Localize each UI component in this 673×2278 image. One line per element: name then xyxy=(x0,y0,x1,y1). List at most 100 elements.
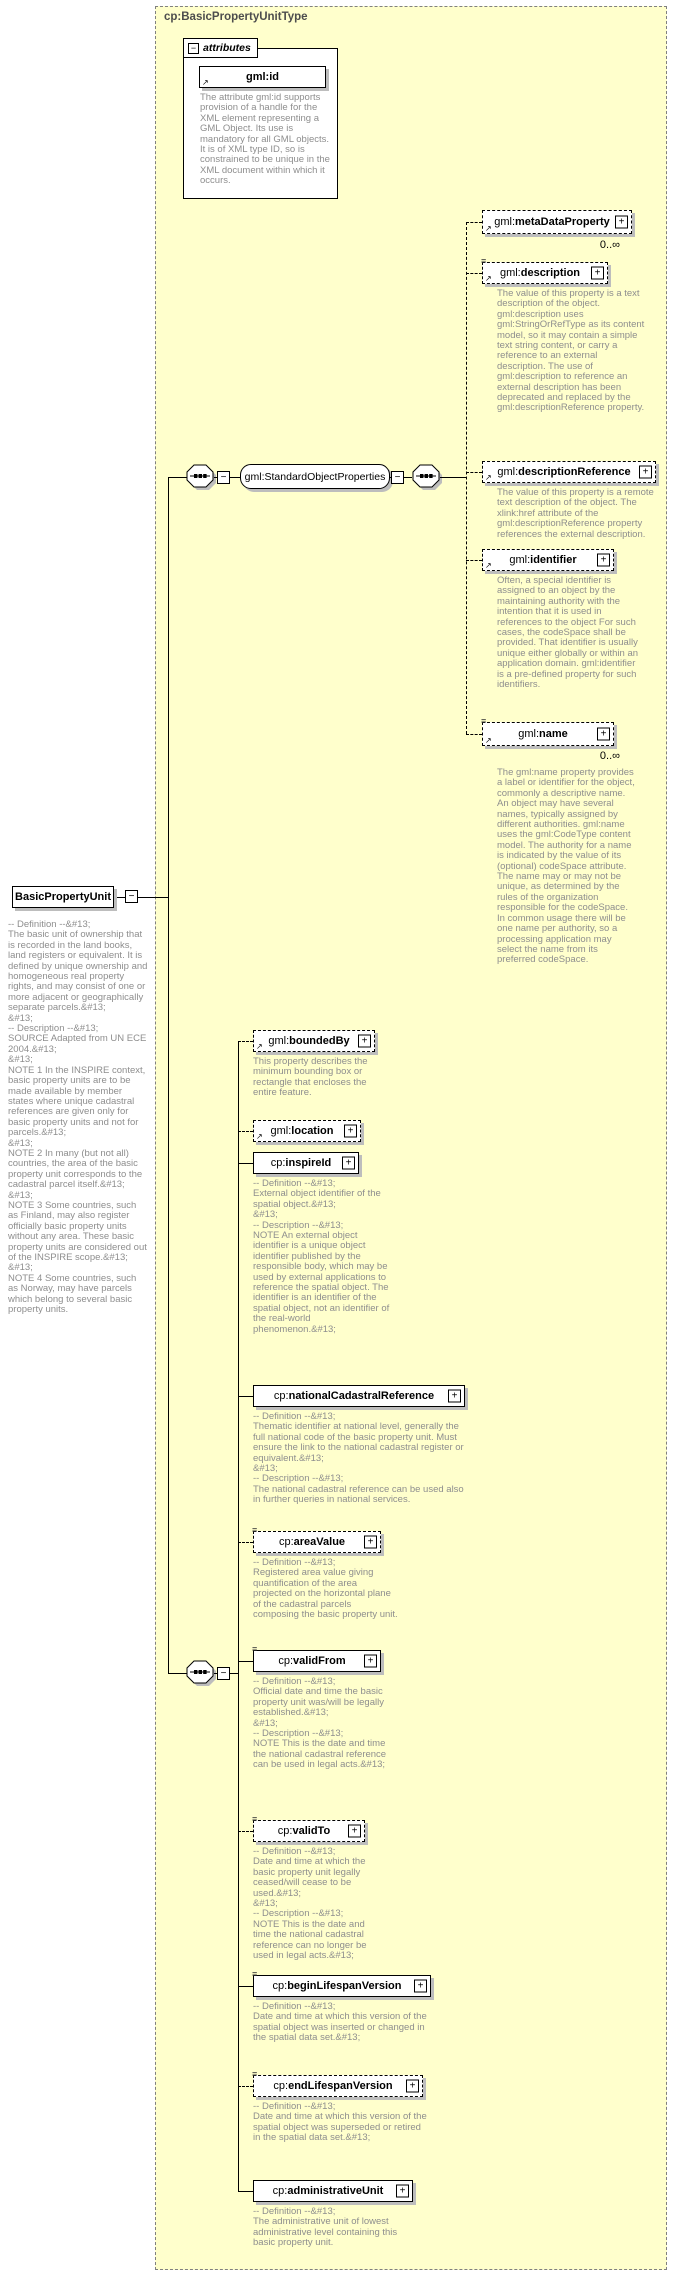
group-label: gml:StandardObjectProperties xyxy=(244,470,386,483)
collapse-icon[interactable]: − xyxy=(217,471,230,484)
expand-plus-icon[interactable]: + xyxy=(414,1979,427,1993)
annotation-icon: ≡ xyxy=(252,1644,258,1654)
sequence-icon[interactable] xyxy=(186,1660,218,1690)
element-cp-endlifespanversion[interactable]: ≡ cp:endLifespanVersion + xyxy=(252,2070,423,2097)
connector-line xyxy=(466,734,482,735)
expand-plus-icon[interactable]: + xyxy=(396,2184,409,2198)
connector-line xyxy=(466,222,482,223)
element-cp-areavalue[interactable]: ≡ cp:areaValue + xyxy=(252,1526,381,1553)
complextype-title: cp:BasicPropertyUnitType xyxy=(164,11,308,23)
element-gml-boundedby[interactable]: ↗ gml:boundedBy + xyxy=(253,1030,375,1052)
expand-plus-icon[interactable]: + xyxy=(358,1034,371,1048)
annotation-icon: ≡ xyxy=(252,1525,258,1535)
occurrence-label: 0..∞ xyxy=(599,239,620,251)
attribute-gml-id[interactable]: ↗ gml:id xyxy=(199,66,326,88)
connector-line xyxy=(238,1986,253,1987)
reference-arrow-icon: ↗ xyxy=(485,473,492,482)
annotation-basicpropertyunit: -- Definition --&#13; The basic unit of … xyxy=(8,919,148,1316)
element-gml-name[interactable]: ≡ ↗ gml:name + xyxy=(481,717,614,746)
connector-line xyxy=(238,1131,253,1132)
attribute-gml-id-label: gml:id xyxy=(246,71,279,83)
connector-line xyxy=(238,1542,253,1543)
annotation-cp-administrativeunit: -- Definition --&#13; The administrative… xyxy=(253,2206,398,2249)
annotation-cp-validto: -- Definition --&#13; Date and time at w… xyxy=(253,1846,367,1962)
connector-line xyxy=(238,1396,253,1397)
attributes-label: attributes xyxy=(203,42,251,54)
element-basicpropertyunit[interactable]: BasicPropertyUnit xyxy=(12,886,114,908)
connector-line xyxy=(238,1041,253,1042)
annotation-icon: ≡ xyxy=(252,2069,258,2079)
annotation-icon: ≡ xyxy=(481,256,487,266)
complextype-container xyxy=(155,6,667,2270)
element-gml-description[interactable]: ≡ ↗ gml:description + xyxy=(481,257,608,284)
expand-plus-icon[interactable]: + xyxy=(364,1535,377,1549)
reference-arrow-icon: ↗ xyxy=(485,736,492,745)
sequence-icon[interactable] xyxy=(412,464,444,494)
group-gml-standardobjectproperties[interactable]: gml:StandardObjectProperties xyxy=(240,464,390,489)
collapse-icon[interactable]: − xyxy=(217,1667,230,1680)
expand-plus-icon[interactable]: + xyxy=(348,1824,361,1838)
annotation-cp-inspireid: -- Definition --&#13; External object id… xyxy=(253,1178,390,1335)
expand-plus-icon[interactable]: + xyxy=(342,1156,355,1170)
connector-line xyxy=(466,472,482,473)
element-cp-validto[interactable]: ≡ cp:validTo + xyxy=(252,1815,365,1842)
expand-plus-icon[interactable]: + xyxy=(591,266,604,280)
annotation-cp-endlifespanversion: -- Definition --&#13; Date and time at w… xyxy=(253,2101,427,2144)
expand-plus-icon[interactable]: + xyxy=(344,1124,357,1138)
connector-line xyxy=(440,477,466,478)
reference-arrow-icon: ↗ xyxy=(256,1042,263,1051)
connector-line xyxy=(238,2191,253,2192)
annotation-cp-validfrom: -- Definition --&#13; Official date and … xyxy=(253,1676,387,1771)
reference-arrow-icon: ↗ xyxy=(256,1132,263,1141)
element-gml-location[interactable]: ↗ gml:location + xyxy=(253,1120,361,1142)
element-cp-inspireid[interactable]: cp:inspireId + xyxy=(253,1152,359,1174)
element-gml-metadataproperty[interactable]: ↗ gml:metaDataProperty + xyxy=(482,210,632,234)
expand-plus-icon[interactable]: + xyxy=(639,465,652,479)
expand-plus-icon[interactable]: + xyxy=(597,553,610,567)
annotation-cp-nationalcadastralreference: -- Definition --&#13; Thematic identifie… xyxy=(253,1411,464,1506)
annotation-icon: ≡ xyxy=(252,1814,258,1824)
connector-line xyxy=(466,222,467,734)
annotation-gml-identifier: Often, a special identifier is assigned … xyxy=(497,575,639,691)
connector-line xyxy=(238,2086,253,2087)
element-gml-descriptionreference[interactable]: ↗ gml:descriptionReference + xyxy=(482,461,656,483)
attributes-section-header[interactable]: − attributes xyxy=(183,38,258,58)
connector-line xyxy=(238,1831,253,1832)
connector-line xyxy=(168,1673,188,1674)
annotation-gml-description: The value of this property is a text des… xyxy=(497,288,645,414)
element-cp-administrativeunit[interactable]: cp:administrativeUnit + xyxy=(253,2180,413,2202)
connector-line xyxy=(114,897,168,898)
annotation-gml-boundedby: This property describes the minimum boun… xyxy=(253,1056,368,1099)
connector-line xyxy=(466,273,482,274)
reference-arrow-icon: ↗ xyxy=(485,561,492,570)
collapse-icon[interactable]: − xyxy=(125,890,138,903)
reference-arrow-icon: ↗ xyxy=(485,274,492,283)
connector-line xyxy=(238,1163,253,1164)
occurrence-label: 0..∞ xyxy=(599,750,620,762)
expand-plus-icon[interactable]: + xyxy=(364,1654,377,1668)
annotation-cp-areavalue: -- Definition --&#13; Registered area va… xyxy=(253,1557,398,1621)
collapse-icon[interactable]: − xyxy=(391,471,404,484)
annotation-gml-descriptionreference: The value of this property is a remote t… xyxy=(497,487,654,540)
collapse-icon[interactable]: − xyxy=(188,42,199,54)
reference-arrow-icon: ↗ xyxy=(202,78,209,87)
expand-plus-icon[interactable]: + xyxy=(448,1389,461,1403)
element-basicpropertyunit-label: BasicPropertyUnit xyxy=(15,891,111,903)
reference-arrow-icon: ↗ xyxy=(485,224,492,233)
connector-line xyxy=(466,560,482,561)
expand-plus-icon[interactable]: + xyxy=(597,727,610,741)
sequence-icon[interactable] xyxy=(186,464,218,494)
annotation-icon: ≡ xyxy=(252,1969,258,1979)
expand-plus-icon[interactable]: + xyxy=(615,215,628,229)
element-cp-validfrom[interactable]: ≡ cp:validFrom + xyxy=(252,1645,381,1672)
connector-line xyxy=(168,477,188,478)
element-gml-identifier[interactable]: ↗ gml:identifier + xyxy=(482,549,614,571)
expand-plus-icon[interactable]: + xyxy=(406,2079,419,2093)
annotation-gml-id: The attribute gml:id supports provision … xyxy=(200,92,330,187)
annotation-cp-beginlifespanversion: -- Definition --&#13; Date and time at w… xyxy=(253,2001,427,2044)
element-cp-nationalcadastralreference[interactable]: cp:nationalCadastralReference + xyxy=(253,1385,465,1407)
element-cp-beginlifespanversion[interactable]: ≡ cp:beginLifespanVersion + xyxy=(252,1970,431,1997)
connector-line xyxy=(168,477,169,1673)
connector-line xyxy=(238,1041,239,2191)
